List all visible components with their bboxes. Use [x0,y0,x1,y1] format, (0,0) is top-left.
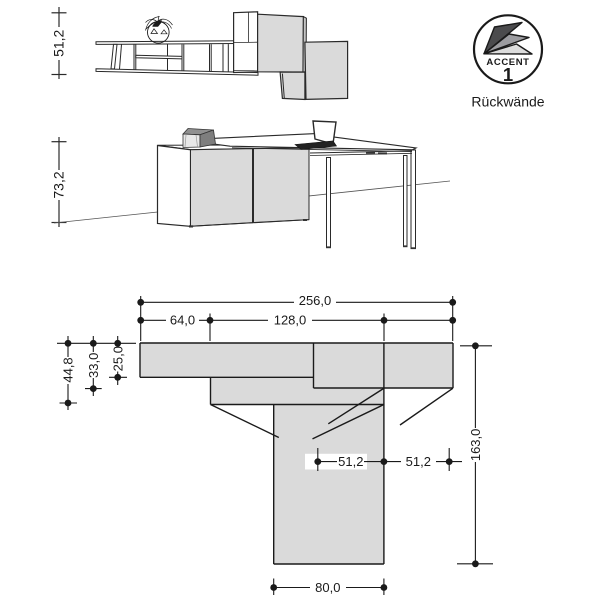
svg-text:ACCENT: ACCENT [486,57,529,68]
svg-text:51,2: 51,2 [406,454,431,469]
svg-text:44,8: 44,8 [61,357,76,382]
svg-text:80,0: 80,0 [315,580,340,595]
svg-text:256,0: 256,0 [299,293,332,308]
svg-text:73,2: 73,2 [51,171,67,198]
svg-text:128,0: 128,0 [274,313,307,328]
svg-text:33,0: 33,0 [86,353,101,378]
svg-text:163,0: 163,0 [468,429,483,462]
svg-text:51,2: 51,2 [51,29,67,56]
svg-text:Rückwände: Rückwände [471,94,544,110]
svg-text:64,0: 64,0 [170,313,195,328]
svg-text:1: 1 [503,64,513,85]
svg-text:25,0: 25,0 [110,346,125,371]
svg-text:51,2: 51,2 [338,454,363,469]
